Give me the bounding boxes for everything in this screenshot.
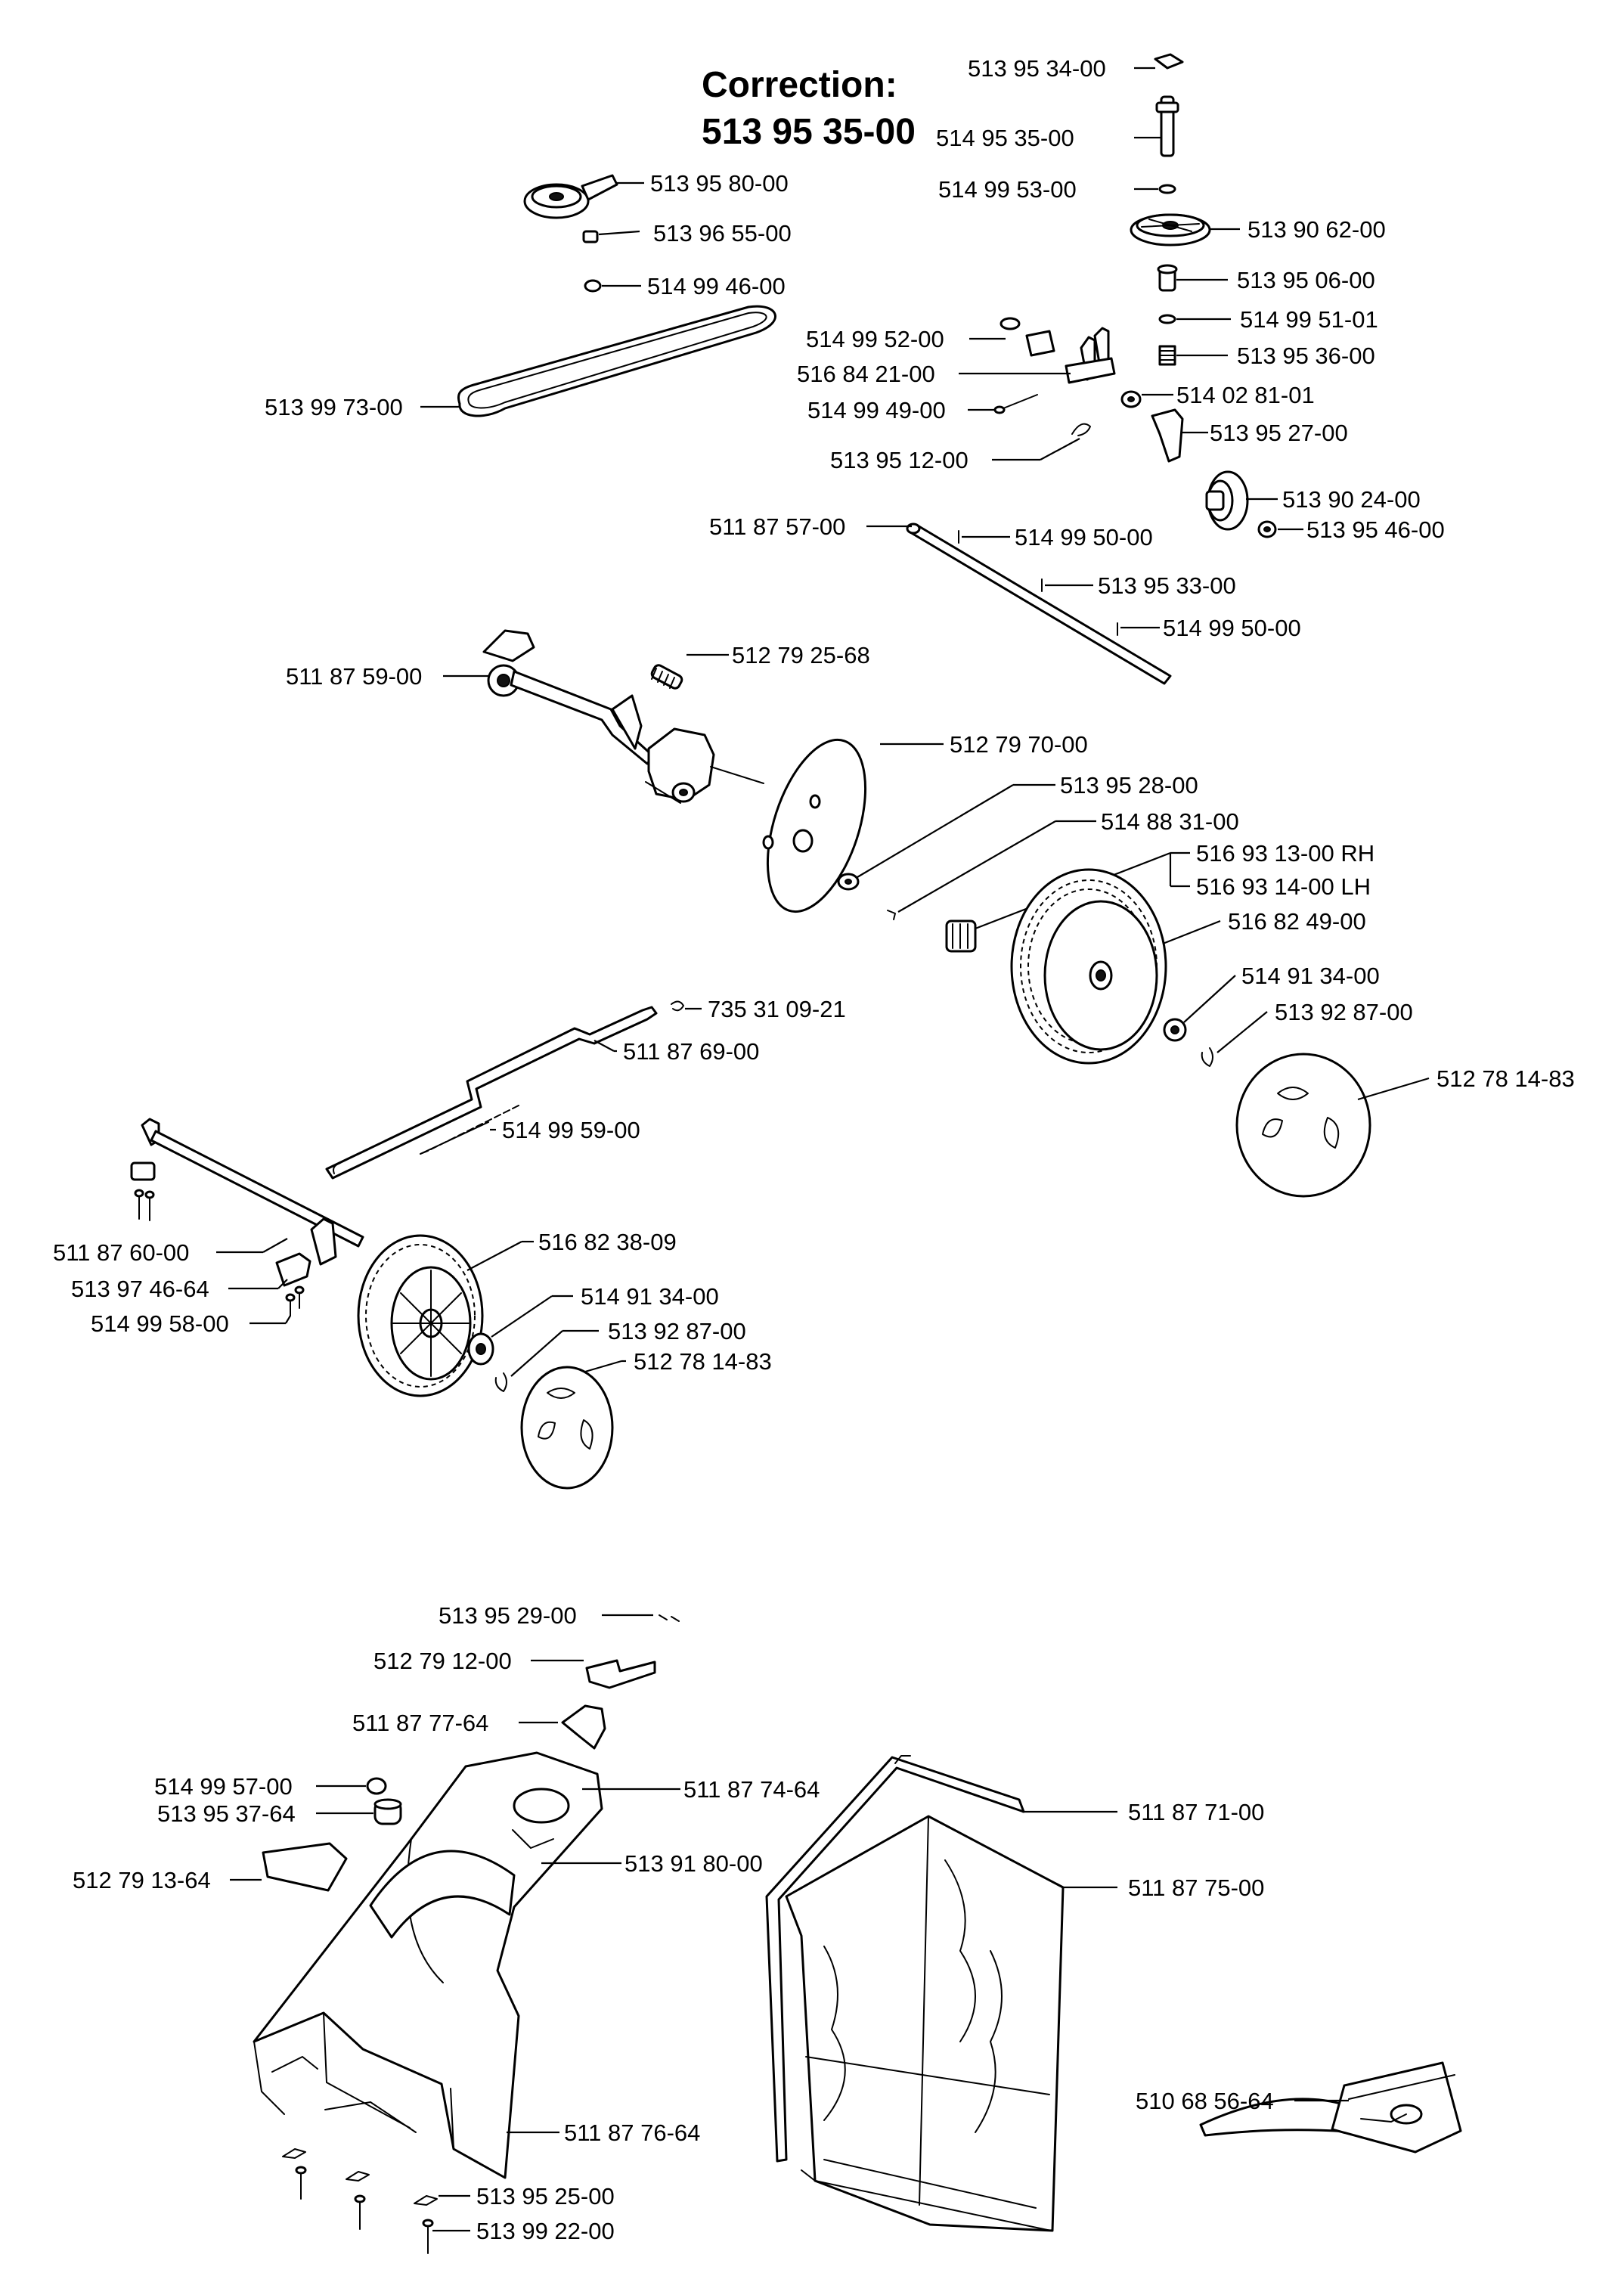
label-511876000: 511 87 60-00 (53, 1239, 189, 1266)
label-512791364: 512 79 13-64 (73, 1867, 211, 1893)
label-516931300: 516 93 13-00 RH (1196, 840, 1375, 867)
label-511877764: 511 87 77-64 (352, 1710, 488, 1736)
height-adjust-parts (325, 1000, 702, 1180)
label-516842100: 516 84 21-00 (797, 361, 935, 387)
label-513951200: 513 95 12-00 (830, 447, 969, 473)
correction-title: Correction: (702, 65, 897, 105)
label-514995000b: 514 99 50-00 (1163, 615, 1301, 641)
label-511877464: 511 87 74-64 (683, 1776, 820, 1803)
label-514995900: 514 99 59-00 (502, 1117, 640, 1143)
grass-bag-parts (765, 1755, 1117, 2232)
label-513958000: 513 95 80-00 (650, 170, 789, 197)
label-514995700: 514 99 57-00 (154, 1773, 293, 1800)
label-514953500: 514 95 35-00 (936, 125, 1074, 151)
label-513965500: 513 96 55-00 (653, 220, 792, 247)
label-513992200: 513 99 22-00 (476, 2218, 615, 2244)
label-511877100: 511 87 71-00 (1128, 1799, 1264, 1825)
label-513953400: 513 95 34-00 (968, 55, 1106, 82)
label-513953600: 513 95 36-00 (1237, 343, 1375, 369)
label-512797000: 512 79 70-00 (950, 731, 1088, 758)
belt-parts (420, 174, 776, 417)
label-514028101: 514 02 81-01 (1176, 382, 1315, 408)
label-512781483a: 512 78 14-83 (1436, 1065, 1575, 1092)
label-513928700a: 513 92 87-00 (1275, 999, 1413, 1025)
label-513952800: 513 95 28-00 (1060, 772, 1198, 798)
label-514913400b: 514 91 34-00 (581, 1283, 719, 1310)
label-512781483b: 512 78 14-83 (634, 1348, 772, 1375)
label-516823809: 516 82 38-09 (538, 1229, 677, 1255)
catcher-small-parts (519, 1614, 680, 1750)
label-735310921: 735 31 09-21 (708, 996, 846, 1022)
label-513952500: 513 95 25-00 (476, 2183, 615, 2209)
label-513952900: 513 95 29-00 (439, 1602, 577, 1629)
gearbox-parts (443, 629, 764, 804)
label-510685664: 510 68 56-64 (1136, 2088, 1274, 2114)
label-513918000: 513 91 80-00 (624, 1850, 763, 1877)
label-514994900: 514 99 49-00 (807, 397, 946, 423)
label-514995200: 514 99 52-00 (806, 326, 944, 352)
label-513974664: 513 97 46-64 (71, 1276, 209, 1302)
chute-housing-parts (230, 1751, 680, 2254)
label-514994600: 514 99 46-00 (647, 273, 786, 299)
deflector-parts (1199, 2061, 1462, 2154)
label-512791200: 512 79 12-00 (373, 1648, 512, 1674)
label-514995800: 514 99 58-00 (91, 1310, 229, 1337)
label-514913400a: 514 91 34-00 (1241, 963, 1380, 989)
label-514995101: 514 99 51-01 (1240, 306, 1378, 333)
label-516931400: 516 93 14-00 LH (1196, 873, 1371, 900)
label-514995300: 514 99 53-00 (938, 176, 1077, 203)
correction-number: 513 95 35-00 (702, 112, 916, 152)
label-511875900: 511 87 59-00 (286, 663, 422, 690)
front-axle-parts (130, 1118, 626, 1490)
label-514883100: 514 88 31-00 (1101, 808, 1239, 835)
label-513902400: 513 90 24-00 (1282, 486, 1421, 513)
label-511877500: 511 87 75-00 (1128, 1875, 1264, 1901)
label-513952700: 513 95 27-00 (1210, 420, 1348, 446)
label-513953300: 513 95 33-00 (1098, 572, 1236, 599)
label-514995000a: 514 99 50-00 (1015, 524, 1153, 550)
label-511875700: 511 87 57-00 (709, 513, 845, 540)
label-511877664: 511 87 76-64 (564, 2120, 700, 2146)
label-513928700b: 513 92 87-00 (608, 1318, 746, 1344)
label-511876900: 511 87 69-00 (623, 1038, 759, 1065)
label-513950600: 513 95 06-00 (1237, 267, 1375, 293)
drive-assembly-parts (959, 53, 1303, 538)
label-513997300: 513 99 73-00 (265, 394, 403, 420)
label-516824900: 516 82 49-00 (1228, 908, 1366, 935)
label-513906200: 513 90 62-00 (1247, 216, 1386, 243)
drive-shaft-parts (866, 523, 1172, 685)
label-513953764: 513 95 37-64 (157, 1800, 296, 1827)
part-number-labels: 513 95 34-00 514 95 35-00 514 99 53-00 5… (53, 55, 1575, 2244)
rear-wheel-right-parts (762, 738, 1430, 1198)
label-512792568: 512 79 25-68 (732, 642, 870, 668)
label-513954600: 513 95 46-00 (1306, 516, 1445, 543)
